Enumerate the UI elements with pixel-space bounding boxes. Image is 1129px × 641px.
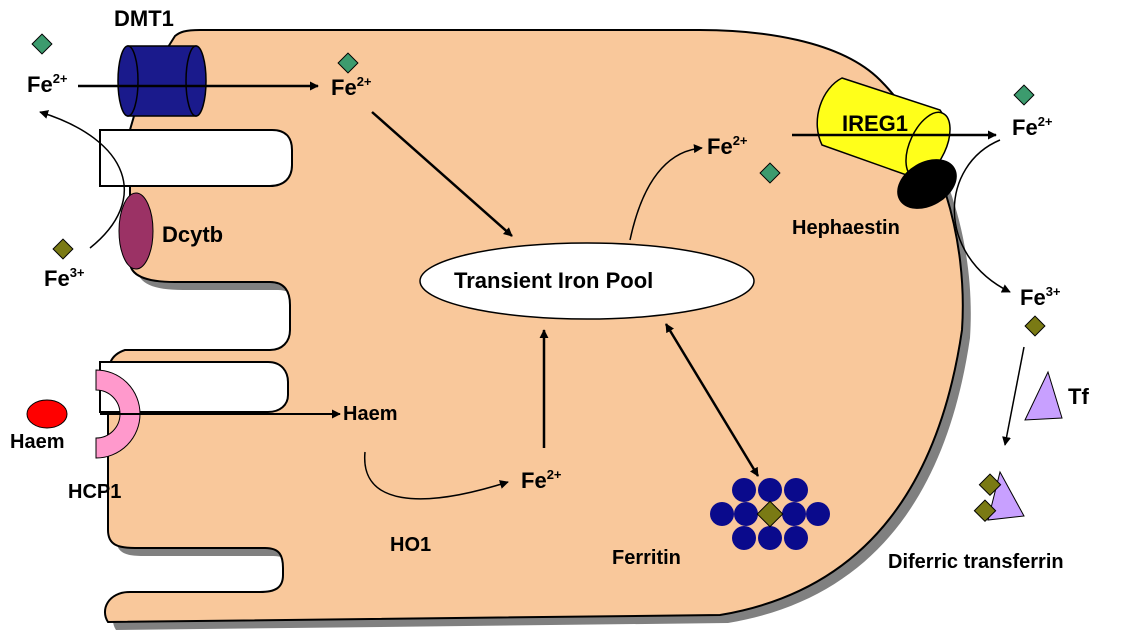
fe2-ion-outside bbox=[32, 34, 52, 54]
label-hephaestin: Hephaestin bbox=[792, 218, 900, 238]
ferritin-subunit bbox=[710, 502, 734, 526]
villus-gap-top bbox=[100, 130, 292, 186]
ion-charge: 2+ bbox=[547, 467, 562, 482]
ferritin-subunit bbox=[732, 478, 756, 502]
ion-charge: 2+ bbox=[1038, 114, 1053, 129]
label-fe2-blood: Fe2+ bbox=[1012, 117, 1053, 139]
arrow-to-diferric bbox=[1005, 347, 1024, 445]
dmt1-end bbox=[186, 46, 206, 116]
dcytb-protein bbox=[119, 193, 153, 269]
fe3-ion-outside bbox=[53, 239, 73, 259]
label-fe3-outside: Fe3+ bbox=[44, 268, 85, 290]
label-fe2-inside: Fe2+ bbox=[331, 77, 372, 99]
ion-symbol: Fe bbox=[707, 134, 733, 159]
ferritin-subunit bbox=[806, 502, 830, 526]
ferritin-subunit bbox=[734, 502, 758, 526]
fe3-ion-blood bbox=[1025, 316, 1045, 336]
ferritin-subunit bbox=[784, 478, 808, 502]
ion-charge: 3+ bbox=[70, 265, 85, 280]
dmt1-rim bbox=[118, 46, 138, 116]
label-dcytb: Dcytb bbox=[162, 224, 223, 246]
label-fe2-outside: Fe2+ bbox=[27, 74, 68, 96]
ion-symbol: Fe bbox=[521, 468, 547, 493]
ion-symbol: Fe bbox=[44, 266, 70, 291]
label-fe3-blood: Fe3+ bbox=[1020, 287, 1061, 309]
label-ferritin: Ferritin bbox=[612, 548, 681, 568]
ferritin-subunit bbox=[782, 502, 806, 526]
ion-charge: 2+ bbox=[733, 133, 748, 148]
label-haem-inside: Haem bbox=[343, 404, 397, 424]
ion-symbol: Fe bbox=[331, 75, 357, 100]
ferritin-subunit bbox=[784, 526, 808, 550]
label-fe2-pool-exit: Fe2+ bbox=[707, 136, 748, 158]
transferrin-triangle bbox=[1025, 372, 1062, 420]
label-fe2-haem-derived: Fe2+ bbox=[521, 470, 562, 492]
ion-symbol: Fe bbox=[27, 72, 53, 97]
label-hcp1: HCP1 bbox=[68, 482, 121, 502]
fe2-ion-blood bbox=[1014, 85, 1034, 105]
ion-symbol: Fe bbox=[1012, 115, 1038, 140]
label-ireg1: IREG1 bbox=[842, 113, 908, 135]
haem-molecule bbox=[27, 400, 67, 428]
ferritin-subunit bbox=[732, 526, 756, 550]
ion-charge: 2+ bbox=[357, 74, 372, 89]
label-haem-outside: Haem bbox=[10, 432, 64, 452]
ion-symbol: Fe bbox=[1020, 285, 1046, 310]
ion-charge: 3+ bbox=[1046, 284, 1061, 299]
label-transient-iron-pool: Transient Iron Pool bbox=[454, 270, 653, 292]
label-diferric-transferrin: Diferric transferrin bbox=[888, 552, 1064, 572]
ferritin-subunit bbox=[758, 526, 782, 550]
label-ho1: HO1 bbox=[390, 535, 431, 555]
label-tf: Tf bbox=[1068, 386, 1089, 408]
label-dmt1: DMT1 bbox=[114, 8, 174, 30]
dmt1-transporter bbox=[118, 46, 206, 116]
ion-charge: 2+ bbox=[53, 71, 68, 86]
ferritin-subunit bbox=[758, 478, 782, 502]
